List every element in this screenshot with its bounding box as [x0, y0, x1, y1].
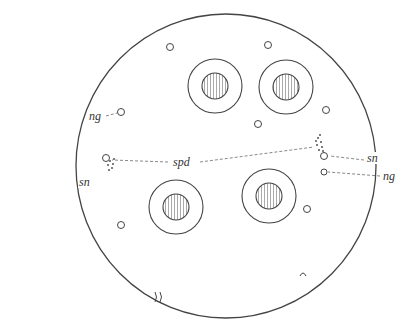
- part-label: sn: [78, 176, 91, 188]
- part-label: sn: [366, 152, 379, 164]
- part-label: ng: [382, 170, 396, 182]
- part-label: ng: [88, 110, 102, 122]
- part-label: spd: [172, 156, 191, 168]
